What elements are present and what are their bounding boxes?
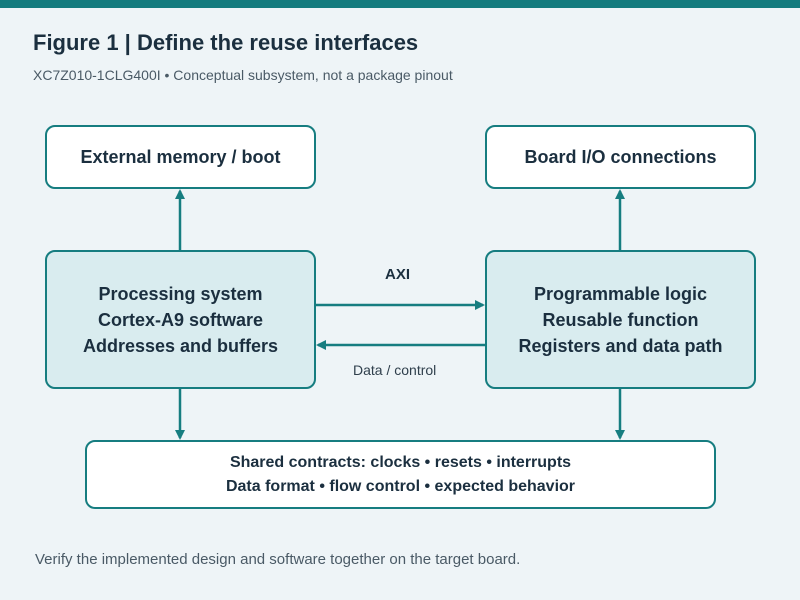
processing-system-box: Processing system Cortex-A9 software Add… xyxy=(45,250,316,389)
axi-label: AXI xyxy=(385,266,411,283)
figure-title: Figure 1 | Define the reuse interfaces xyxy=(33,30,419,55)
pl-line-3: Registers and data path xyxy=(518,335,723,356)
external-memory-label: External memory / boot xyxy=(80,146,281,167)
programmable-logic-box: Programmable logic Reusable function Reg… xyxy=(485,250,756,389)
shared-line-2: Data format • flow control • expected be… xyxy=(225,477,576,495)
ps-line-1: Processing system xyxy=(98,283,263,304)
external-memory-box: External memory / boot xyxy=(45,125,316,189)
footer-note: Verify the implemented design and softwa… xyxy=(35,551,521,568)
board-io-label: Board I/O connections xyxy=(524,146,717,167)
top-accent-bar xyxy=(0,0,800,8)
data-control-label: Data / control xyxy=(353,362,437,378)
shared-line-1: Shared contracts: clocks • resets • inte… xyxy=(229,453,572,471)
pl-line-1: Programmable logic xyxy=(533,283,708,304)
pl-line-2: Reusable function xyxy=(542,309,699,330)
figure-subtitle: XC7Z010-1CLG400I • Conceptual subsystem,… xyxy=(33,67,453,83)
shared-contracts-box: Shared contracts: clocks • resets • inte… xyxy=(85,440,716,509)
ps-line-2: Cortex-A9 software xyxy=(97,309,264,330)
ps-line-3: Addresses and buffers xyxy=(82,335,279,356)
board-io-box: Board I/O connections xyxy=(485,125,756,189)
